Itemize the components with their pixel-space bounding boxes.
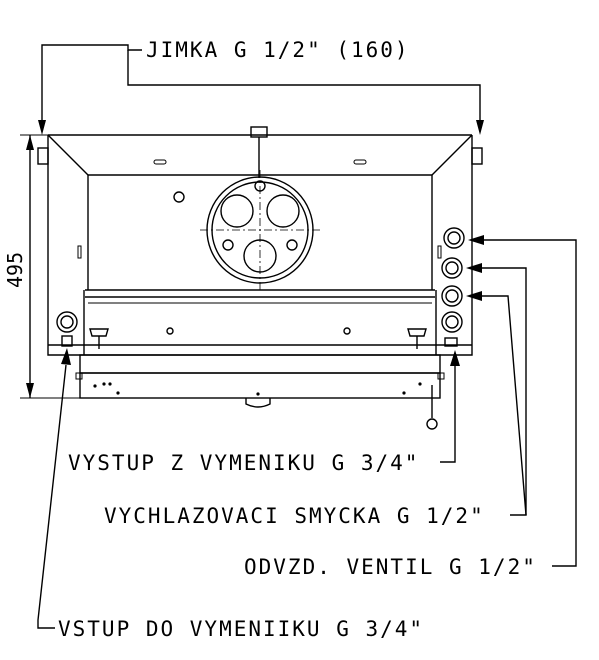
arrow-cooling-loop-1 bbox=[466, 263, 482, 273]
leader-vent-valve bbox=[484, 239, 577, 567]
label-sensor-well: JIMKA G 1/2" (160) bbox=[146, 38, 410, 62]
connection-exchanger-out bbox=[441, 311, 463, 347]
leader-cooling-loop-1 bbox=[482, 267, 527, 516]
label-exchanger-out: VYSTUP Z VYMENIKU G 3/4" bbox=[68, 451, 419, 475]
arrow-cooling-loop-2 bbox=[466, 291, 482, 301]
connection-cooling-loop-1 bbox=[441, 257, 463, 279]
dimension-height: 495 bbox=[3, 134, 80, 399]
arrow-sensor-well-left bbox=[38, 120, 46, 135]
stove-body bbox=[37, 126, 483, 356]
connection-cooling-loop-2 bbox=[441, 285, 463, 307]
dimension-value: 495 bbox=[3, 252, 27, 288]
arrow-exchanger-out bbox=[450, 350, 460, 366]
ash-drawer bbox=[75, 354, 445, 430]
connection-exchanger-in bbox=[56, 311, 78, 347]
arrow-exchanger-in bbox=[61, 348, 71, 365]
arrow-vent-valve bbox=[468, 235, 484, 245]
bottom-rail bbox=[89, 327, 427, 349]
label-vent-valve: ODVZD. VENTIL G 1/2" bbox=[244, 555, 537, 579]
leader-exchanger-out bbox=[440, 365, 456, 463]
leader-sensor-well-left bbox=[41, 44, 142, 122]
leader-cooling-loop-2 bbox=[482, 295, 527, 516]
label-cooling-loop: VYCHLAZOVACI SMYCKA G 1/2" bbox=[104, 504, 485, 528]
leader-sensor-well-right bbox=[127, 50, 481, 122]
leader-exchanger-in bbox=[37, 364, 67, 629]
label-exchanger-in: VSTUP DO VYMENIIKU G 3/4" bbox=[58, 617, 424, 641]
arrow-sensor-well-right bbox=[476, 120, 484, 135]
connection-vent-valve bbox=[443, 227, 465, 249]
flue-outlet bbox=[200, 170, 320, 290]
